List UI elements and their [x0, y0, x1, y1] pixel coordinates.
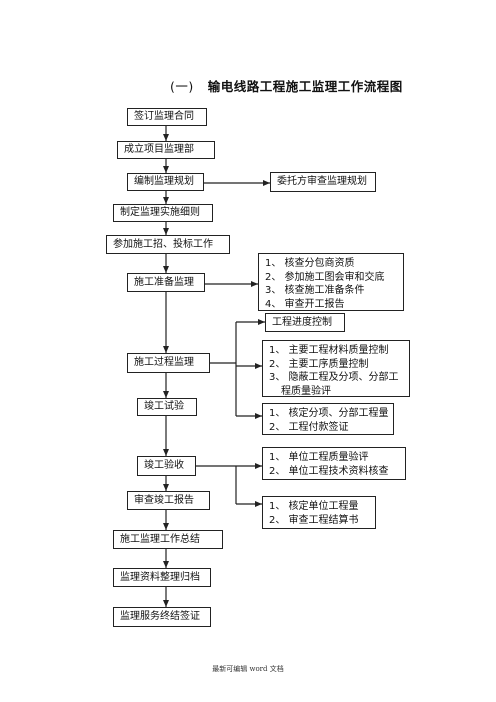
list-item: 3、 隐蔽工程及分项、分部工: [269, 372, 399, 383]
list-item: 1、 核定单位工程量: [269, 501, 359, 512]
box-settlement-items: 1、 核定单位工程量 2、 审查工程结算书: [262, 496, 376, 529]
page-title: (一) 输电线路工程施工监理工作流程图: [170, 76, 403, 95]
step-archive-documents: 监理资料整理归档: [113, 568, 211, 587]
list-item: 1、 核定分项、分部工程量: [269, 408, 389, 419]
list-item: 2、 审查工程结算书: [269, 514, 359, 526]
step-service-signoff: 监理服务终结签证: [113, 607, 211, 627]
list-item: 程质量验评: [281, 385, 331, 397]
step-sign-contract: 签订监理合同: [127, 108, 207, 126]
step-implementation-rules: 制定监理实施细则: [113, 204, 213, 222]
step-process-monitoring: 施工过程监理: [127, 353, 210, 373]
list-item: 3、 核查施工准备条件: [265, 285, 365, 296]
list-item: 2、 单位工程技术资料核查: [269, 465, 389, 477]
list-item: 2、 主要工序质量控制: [269, 358, 369, 370]
list-item: 2、 工程付款签证: [269, 421, 349, 433]
step-completion-acceptance: 竣工验收: [137, 456, 196, 476]
title-number: (一): [170, 79, 194, 94]
box-payment-items: 1、 核定分项、分部工程量 2、 工程付款签证: [262, 403, 394, 435]
footer-note: 最新可编辑 word 文档: [212, 665, 284, 673]
step-review-completion-report: 审查竣工报告: [127, 491, 210, 510]
list-item: 2、 参加施工图会审和交底: [265, 271, 385, 283]
box-quality-items: 1、 主要工程材料质量控制 2、 主要工序质量控制 3、 隐蔽工程及分项、分部工…: [262, 340, 410, 397]
step-setup-department: 成立项目监理部: [117, 141, 215, 159]
step-preparation-monitoring: 施工准备监理: [127, 273, 205, 292]
box-acceptance-items: 1、 单位工程质量验评 2、 单位工程技术资料核查: [262, 447, 406, 480]
step-prepare-plan: 编制监理规划: [127, 173, 204, 191]
box-plan-review: 委托方审查监理规划: [270, 172, 376, 192]
title-text: 输电线路工程施工监理工作流程图: [207, 79, 403, 94]
list-item: 1、 单位工程质量验评: [269, 452, 369, 463]
list-item: 4、 审查开工报告: [265, 298, 345, 310]
box-preparation-items: 1、 核查分包商资质 2、 参加施工图会审和交底 3、 核查施工准备条件 4、 …: [258, 253, 404, 311]
step-bidding: 参加施工招、投标工作: [106, 235, 230, 254]
list-item: 1、 主要工程材料质量控制: [269, 345, 389, 356]
list-item: 1、 核查分包商资质: [265, 258, 355, 269]
step-completion-test: 竣工试验: [137, 398, 197, 416]
step-monitoring-summary: 施工监理工作总结: [113, 530, 223, 549]
box-progress-control: 工程进度控制: [265, 313, 345, 332]
